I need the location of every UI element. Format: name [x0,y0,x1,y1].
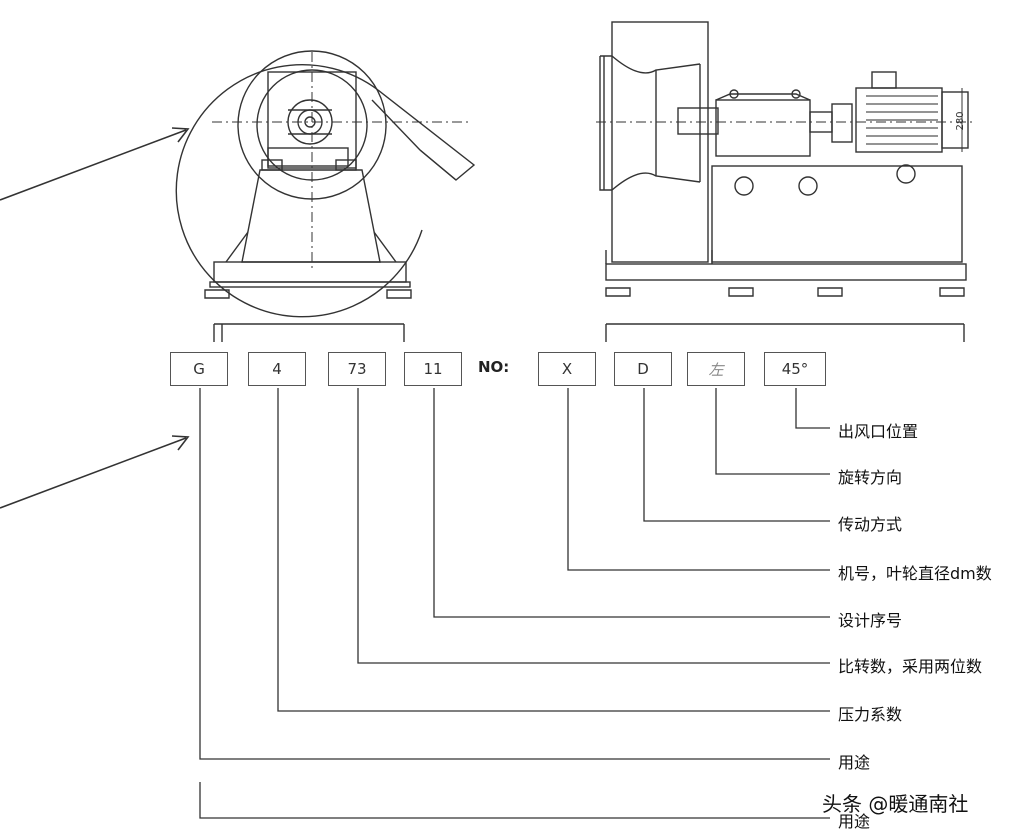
meaning-usage-repeat: 用途 [838,812,871,831]
pointer-arrows [0,127,190,509]
code-box-design-serial: 11 [404,352,462,386]
meaning-pressure-coefficient: 压力系数 [838,705,903,724]
code-box-pressure-coefficient: 4 [248,352,306,386]
leader-lines [199,388,830,819]
watermark: 头条 @暖通南社 [822,792,969,816]
code-box-rotation: 左 [687,352,745,386]
code-box-usage: G [170,352,228,386]
meaning-usage: 用途 [838,753,871,772]
meaning-specific-speed: 比转数，采用两位数 [838,657,983,676]
code-box-outlet-position: 45° [764,352,826,386]
code-box-drive-type: D [614,352,672,386]
number-separator-label: NO: [478,358,510,376]
meaning-design-serial: 设计序号 [838,611,903,630]
meaning-machine-number: 机号，叶轮直径dm数 [838,564,992,583]
code-box-specific-speed: 73 [328,352,386,386]
fan-side-view [596,21,972,342]
fan-front-view [175,50,476,342]
dimension-label: 280 [955,111,966,130]
code-box-machine-number: X [538,352,596,386]
meaning-drive-type: 传动方式 [838,515,903,534]
meaning-outlet-position: 出风口位置 [838,422,919,441]
meaning-rotation-direction: 旋转方向 [838,468,903,487]
